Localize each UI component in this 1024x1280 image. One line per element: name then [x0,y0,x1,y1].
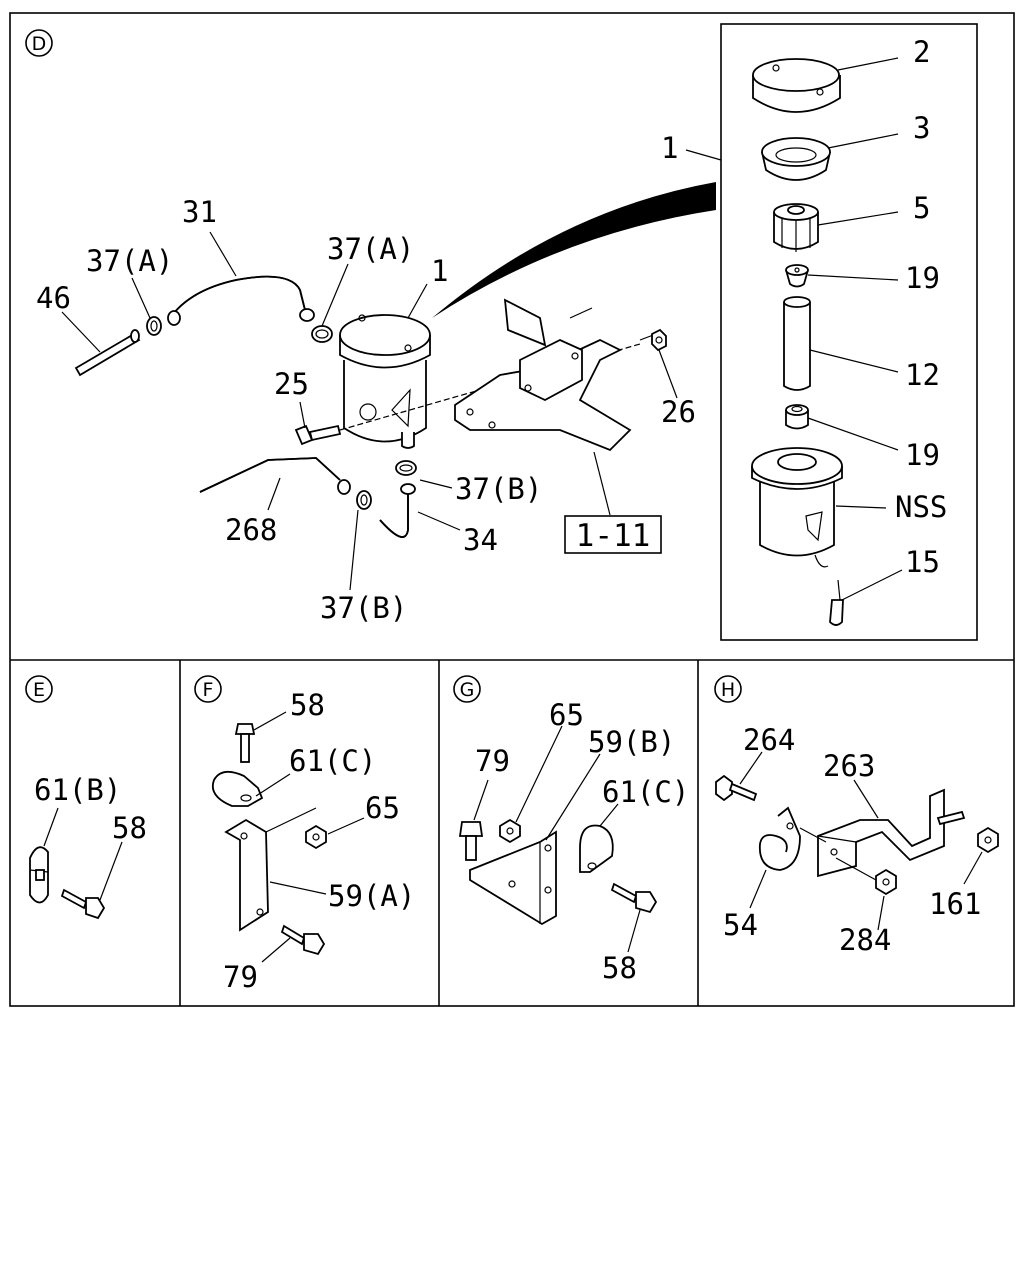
svg-text:NSS: NSS [895,490,947,524]
section-marker-h: H [714,675,742,703]
bracket-263 [817,788,945,878]
clip-37a-right [311,325,333,343]
leaders-main [61,231,678,591]
section-marker-d: D [25,29,53,57]
svg-text:79: 79 [223,960,258,994]
svg-text:26: 26 [661,395,696,429]
svg-text:3: 3 [913,111,930,145]
pipe-268 [199,457,351,495]
svg-text:59(A): 59(A) [328,879,415,913]
grommet-19-top [785,264,809,288]
leaders-right-box [685,57,903,601]
reference-box-1-11: 1-11 [564,515,662,554]
section-d: D [25,29,947,626]
svg-text:19: 19 [905,261,940,295]
clamp-61c-f [211,770,264,807]
svg-text:61(C): 61(C) [602,775,689,809]
svg-text:37(A): 37(A) [327,232,414,266]
nut-65-f [305,824,327,850]
svg-text:2: 2 [913,35,930,69]
bracket-assembly [454,298,657,452]
bolt-79-f [280,924,326,956]
tank-body-nss [751,447,843,568]
svg-text:284: 284 [839,923,891,957]
nut-161 [977,826,999,854]
svg-text:37(A): 37(A) [86,244,173,278]
svg-text:E: E [33,679,45,701]
svg-text:37(B): 37(B) [455,472,542,506]
svg-text:65: 65 [549,698,584,732]
svg-text:12: 12 [905,358,940,392]
bolt-stud [936,810,966,826]
bolt-58-e [60,888,106,920]
bracket-59a [224,807,317,932]
svg-text:D: D [32,33,47,55]
svg-text:5: 5 [913,191,930,225]
filter-5 [773,203,819,252]
section-f: F 58 61(C) 65 59(A) [194,675,415,994]
svg-text:H: H [721,679,735,701]
section-h: H 264 [714,675,999,957]
svg-text:54: 54 [723,908,758,942]
frames [9,12,1015,1007]
section-marker-g: G [453,675,481,703]
clamp-54 [758,806,801,871]
nut-284 [835,857,897,896]
clip-37b-right [395,460,417,476]
bracket-59b [469,830,557,926]
nut-26 [651,328,667,352]
svg-text:61(B): 61(B) [34,773,121,807]
svg-text:65: 65 [365,791,400,825]
svg-text:79: 79 [475,744,510,778]
svg-text:263: 263 [823,749,875,783]
clip-37b-bottom [356,490,372,510]
nozzle-15 [829,579,844,626]
svg-text:1: 1 [661,131,678,165]
svg-text:1: 1 [431,254,448,288]
section-marker-f: F [194,675,222,703]
svg-text:264: 264 [743,723,795,757]
svg-text:58: 58 [290,688,325,722]
seal-3 [761,137,831,181]
section-g: G 65 59(B) 79 [453,675,689,985]
hose-34 [379,483,416,538]
svg-text:58: 58 [602,951,637,985]
detail-wedge [432,182,716,318]
tube-12 [783,296,811,391]
svg-text:G: G [460,679,475,701]
bolt-79-g [458,821,484,861]
bolt-58-g [610,882,658,914]
svg-text:F: F [203,679,214,701]
grommet-19-bottom [785,404,809,430]
svg-text:61(C): 61(C) [289,744,376,778]
pipe-46 [74,329,141,377]
svg-text:19: 19 [905,438,940,472]
svg-text:31: 31 [182,195,217,229]
svg-text:34: 34 [463,523,498,557]
hose-31 [167,275,315,326]
cap-2 [752,58,841,113]
svg-text:25: 25 [274,367,309,401]
svg-text:161: 161 [929,887,981,921]
clamp-61c-g [579,824,614,873]
svg-text:46: 46 [36,281,71,315]
clamp-61b [29,846,49,904]
svg-text:59(B): 59(B) [588,725,675,759]
section-e: E 61(B) 58 [25,675,147,920]
clip-37a-left [146,316,162,336]
reservoir-tank-1 [339,314,431,449]
bolt-264 [715,774,758,802]
section-marker-e: E [25,675,53,703]
svg-text:15: 15 [905,545,940,579]
bolt-58-f [234,723,256,763]
svg-text:37(B): 37(B) [320,591,407,625]
svg-text:1-11: 1-11 [576,518,651,554]
svg-text:268: 268 [225,513,277,547]
svg-text:58: 58 [112,811,147,845]
nut-65-g [499,818,521,844]
